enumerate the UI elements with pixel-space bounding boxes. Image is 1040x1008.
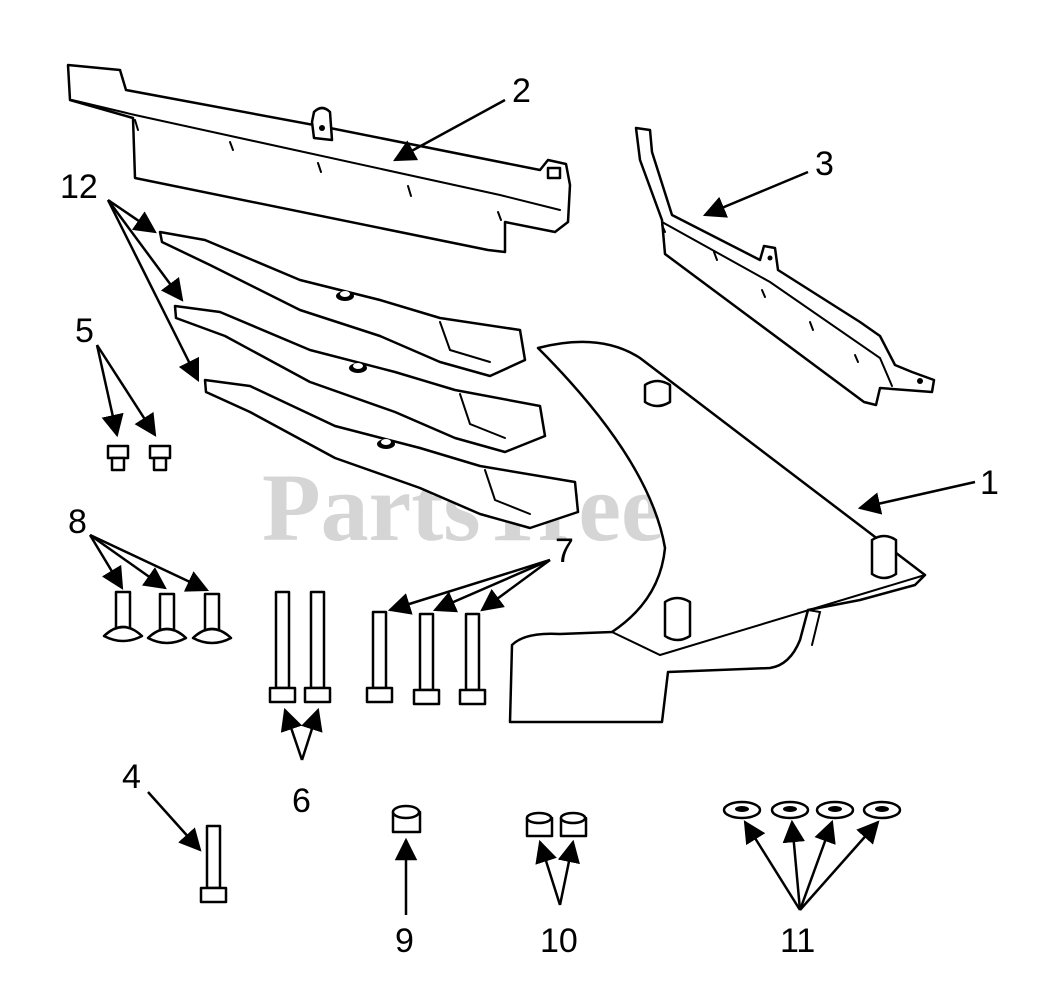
callout-2: 2 — [512, 72, 531, 110]
bracket-part-3 — [634, 126, 936, 407]
bolt-part-4 — [199, 824, 228, 904]
callout-3: 3 — [815, 145, 834, 183]
callout-8: 8 — [68, 503, 87, 541]
bracket-part-2 — [66, 63, 572, 254]
nut-part-9 — [391, 804, 422, 834]
callout-5: 5 — [75, 312, 94, 350]
callout-12: 12 — [60, 168, 98, 206]
washer-part-11 — [722, 800, 902, 820]
bolt-part-7 — [365, 610, 487, 706]
callout-11: 11 — [780, 922, 815, 960]
long-bolt-part-6 — [268, 590, 332, 704]
cover-part-1 — [508, 340, 927, 724]
nut-part-10 — [525, 811, 588, 838]
callout-10: 10 — [540, 922, 578, 960]
leader-lines — [88, 98, 976, 915]
callout-9: 9 — [395, 922, 414, 960]
screw-part-5 — [106, 444, 172, 472]
callout-7: 7 — [555, 532, 574, 570]
callout-1: 1 — [980, 464, 999, 502]
blade-part-12-middle — [173, 304, 547, 454]
callout-6: 6 — [292, 782, 311, 820]
carriage-bolt-part-8 — [102, 590, 233, 645]
blade-part-12-bottom — [203, 378, 580, 530]
callout-4: 4 — [122, 758, 141, 796]
blade-part-12-top — [158, 230, 527, 378]
